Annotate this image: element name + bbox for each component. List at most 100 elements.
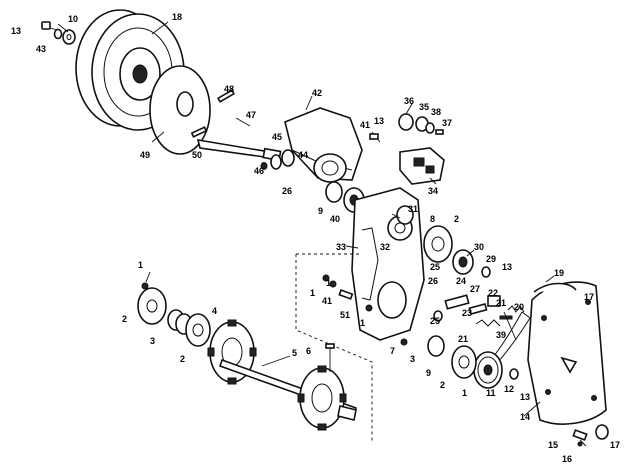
chaincase (351, 187, 425, 341)
assembly-outline (295, 253, 373, 442)
callout-41: 41 (360, 120, 370, 130)
callout-49: 49 (140, 150, 150, 160)
seal-9-upper (325, 181, 343, 203)
callout-32: 32 (380, 242, 390, 252)
callout-2: 2 (122, 314, 127, 324)
callout-20: 20 (514, 302, 524, 312)
callout-25: 25 (430, 316, 440, 326)
leader-lines (57, 21, 587, 447)
callout-3: 3 (410, 354, 415, 364)
callout-31: 31 (408, 204, 418, 214)
callout-33: 33 (336, 242, 346, 252)
callout-13: 13 (520, 392, 530, 402)
callout-13: 13 (502, 262, 512, 272)
callout-15: 15 (548, 440, 558, 450)
bearing-9-lower (427, 335, 445, 357)
callout-1: 1 (310, 288, 315, 298)
small-parts-35-38 (398, 113, 444, 135)
callout-37: 37 (442, 118, 452, 128)
callout-2: 2 (180, 354, 185, 364)
callout-5: 5 (292, 348, 297, 358)
key-48 (216, 89, 236, 103)
callout-17: 17 (610, 440, 620, 450)
reverse-switch-assembly (399, 147, 445, 185)
callout-43: 43 (36, 44, 46, 54)
callout-1: 1 (360, 318, 365, 328)
callout-10: 10 (68, 14, 78, 24)
callout-1: 1 (462, 388, 467, 398)
axle-end (337, 405, 357, 421)
pin-50 (190, 126, 208, 138)
callout-21: 21 (496, 298, 506, 308)
callout-51: 51 (340, 310, 350, 320)
callout-19: 19 (554, 268, 564, 278)
callout-12: 12 (504, 384, 514, 394)
callout-48: 48 (224, 84, 234, 94)
callout-46: 46 (254, 166, 264, 176)
callout-9: 9 (426, 368, 431, 378)
pulley-washer (62, 29, 76, 45)
cover-fasteners (572, 424, 609, 447)
callout-9: 9 (318, 206, 323, 216)
fasteners-center (322, 274, 408, 346)
callout-38: 38 (431, 107, 441, 117)
bearing-flange-2-lower (451, 345, 477, 379)
callout-1: 1 (138, 260, 143, 270)
callout-50: 50 (192, 150, 202, 160)
callout-8: 8 (430, 214, 435, 224)
bearing-31 (396, 205, 414, 225)
callout-30: 30 (474, 242, 484, 252)
callout-36: 36 (404, 96, 414, 106)
callout-18: 18 (172, 12, 182, 22)
callout-40: 40 (330, 214, 340, 224)
callout-21: 21 (458, 334, 468, 344)
driveshaft-47 (196, 139, 282, 162)
pulley-small-washer (53, 28, 63, 40)
callout-4: 4 (212, 306, 217, 316)
bearing-flange-2-upper (423, 225, 453, 263)
callout-23: 23 (462, 308, 472, 318)
bolt-6 (325, 343, 335, 372)
callout-2: 2 (440, 380, 445, 390)
callout-22: 22 (488, 288, 498, 298)
callout-13: 13 (374, 116, 384, 126)
callout-17: 17 (584, 292, 594, 302)
washer-29 (481, 266, 491, 278)
callout-39: 39 (496, 330, 506, 340)
chaincase-cover (527, 281, 607, 425)
washer-12 (509, 368, 519, 380)
bearing-flange-2-lower-left (185, 313, 211, 347)
callout-44: 44 (298, 150, 308, 160)
callout-34: 34 (428, 186, 438, 196)
upper-housing (284, 107, 363, 183)
callout-16: 16 (562, 454, 572, 464)
callout-41: 41 (322, 296, 332, 306)
bearing-flange-2-left (137, 287, 167, 325)
callout-14: 14 (520, 412, 530, 422)
callout-26: 26 (428, 276, 438, 286)
callout-24: 24 (456, 276, 466, 286)
callout-6: 6 (306, 346, 311, 356)
callout-35: 35 (419, 102, 429, 112)
callout-11: 11 (486, 388, 496, 398)
tensioner-parts (433, 294, 525, 341)
callout-29: 29 (486, 254, 496, 264)
callout-2: 2 (454, 214, 459, 224)
callout-27: 27 (470, 284, 480, 294)
callout-7: 7 (390, 346, 395, 356)
callout-13: 13 (11, 26, 21, 36)
bolt-13-upper (369, 131, 381, 143)
gear-30 (452, 249, 474, 275)
callout-3: 3 (150, 336, 155, 346)
callout-labels: 13 43 10 18 49 48 50 47 42 41 13 36 35 3… (11, 12, 620, 464)
callout-1: 1 (326, 278, 331, 288)
callout-47: 47 (246, 110, 256, 120)
drive-sprocket-right (297, 365, 347, 431)
callout-42: 42 (312, 88, 322, 98)
washers-44-45-46 (260, 149, 295, 170)
callout-45: 45 (272, 132, 282, 142)
lower-sprocket (473, 351, 503, 389)
callout-25: 25 (430, 262, 440, 272)
bolt-1-left (141, 282, 149, 290)
